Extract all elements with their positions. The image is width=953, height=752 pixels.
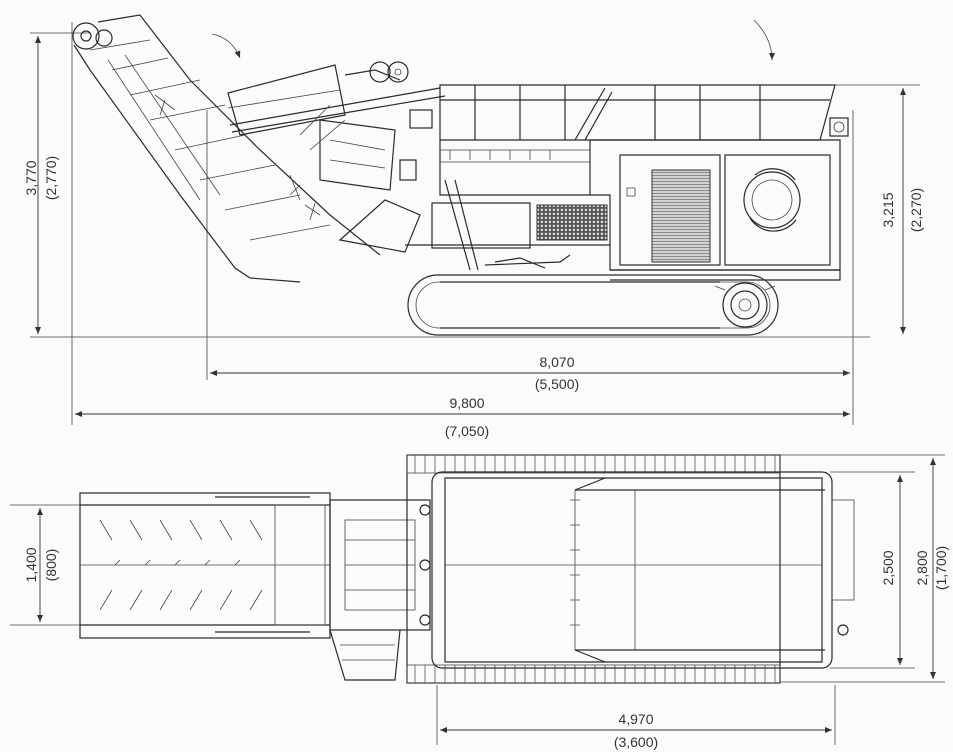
- conveyor-top: [79, 492, 331, 639]
- dim-body-height: 3,215 (2,270): [880, 88, 924, 334]
- crawler-track-top: [406, 454, 781, 684]
- body-height-transport-label: (2,270): [908, 188, 924, 232]
- feed-hopper: [439, 84, 849, 196]
- dim-conveyor-width: 1,400 (800): [23, 508, 59, 622]
- dim-overall-width: 2,800 (1,700): [914, 458, 949, 679]
- magnet-assembly: [227, 61, 446, 191]
- body-length-transport-label: (5,500): [535, 376, 579, 392]
- track-length-transport-label: (3,600): [614, 734, 658, 750]
- dim-overall-length: 9,800 (7,050): [75, 395, 850, 439]
- dim-body-length: 8,070 (5,500): [210, 354, 850, 392]
- hopper-top: [431, 471, 855, 669]
- dim-track-length: 4,970 (3,600): [440, 711, 832, 750]
- body-height-label: 3,215: [880, 192, 896, 227]
- conveyor-width-label: 1,400: [23, 547, 39, 582]
- top-view: 1,400 (800) 2,500 2,800 (1,700) 4,970 (3…: [10, 454, 949, 750]
- magnet-frame-top: [329, 499, 431, 681]
- side-view: 3,770 (2,770) 3,215 (2,270) 8,070 (5,500…: [23, 14, 924, 439]
- chassis: [405, 179, 841, 281]
- conveyor-width-transport-label: (800): [43, 549, 59, 582]
- dim-track-width: 2,500: [880, 475, 903, 665]
- engine-housing: [590, 139, 841, 271]
- overall-width-label: 2,800: [914, 550, 930, 585]
- overall-length-label: 9,800: [449, 395, 484, 411]
- discharge-conveyor: [72, 14, 421, 283]
- overall-length-transport-label: (7,050): [445, 423, 489, 439]
- crawler-track-side: [407, 274, 779, 336]
- overall-height-transport-label: (2,770): [43, 156, 59, 200]
- body-length-label: 8,070: [539, 354, 574, 370]
- dim-overall-height: 3,770 (2,770): [23, 36, 59, 334]
- overall-width-transport-label: (1,700): [933, 546, 949, 590]
- track-width-label: 2,500: [880, 550, 896, 585]
- overall-height-label: 3,770: [23, 160, 39, 195]
- track-length-label: 4,970: [618, 711, 653, 727]
